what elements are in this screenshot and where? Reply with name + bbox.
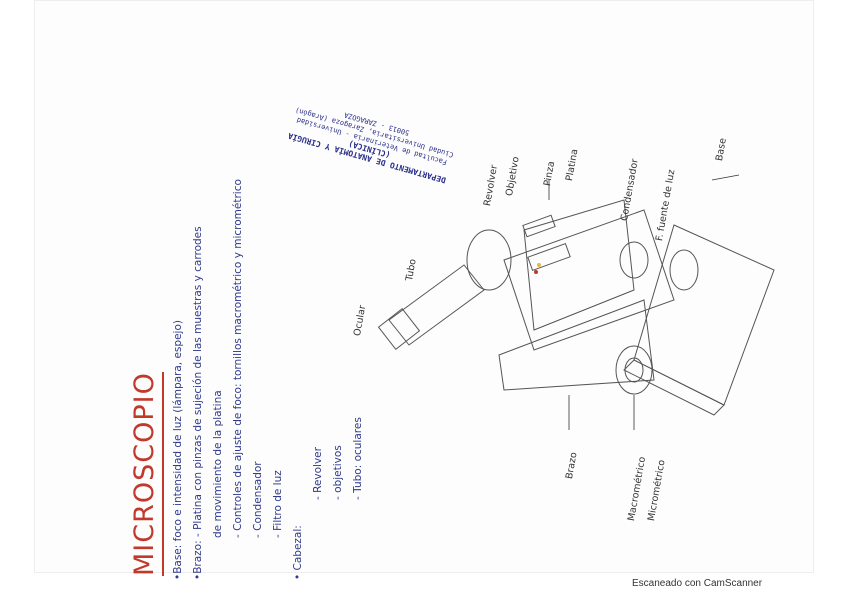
scanned-page: MICROSCOPIO •Base: foco e intensidad de … [34,0,814,573]
tube-shape [389,265,484,345]
base-shape [634,225,774,405]
scanner-footer: Escaneado con CamScanner [632,578,762,589]
knob-shape [616,346,652,394]
microscope-drawing [34,0,814,573]
